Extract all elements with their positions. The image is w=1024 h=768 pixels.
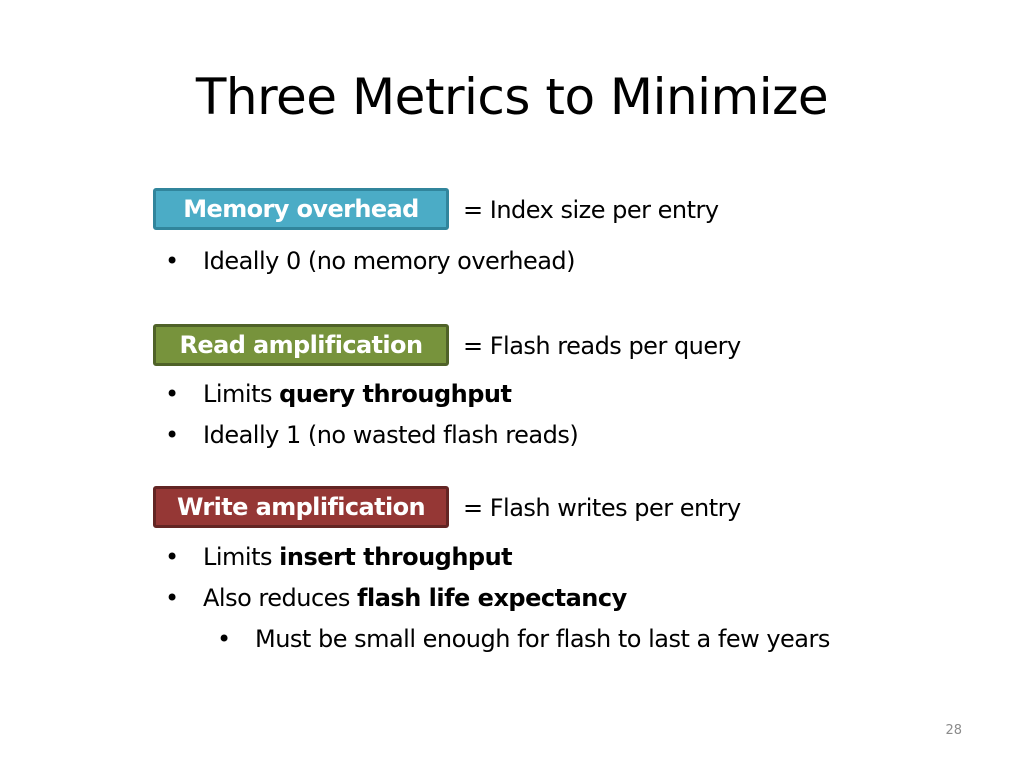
memory-overhead-definition: = Index size per entry: [463, 196, 719, 224]
read-amplification-label: Read amplification: [153, 324, 449, 366]
read-amplification-definition: = Flash reads per query: [463, 332, 741, 360]
memory-overhead-label: Memory overhead: [153, 188, 449, 230]
bullet-item: • Ideally 0 (no memory overhead): [165, 245, 576, 277]
bullet-text: Limits: [203, 543, 280, 571]
bullet-text: Limits: [203, 380, 280, 408]
sub-bullet-text: Must be small enough for flash to last a…: [255, 625, 830, 653]
bullet-emphasis: flash life expectancy: [357, 584, 627, 612]
bullet-item: • Also reduces flash life expectancy: [165, 582, 627, 614]
sub-bullet-item: • Must be small enough for flash to last…: [217, 623, 830, 655]
bullet-text: Ideally 0 (no memory overhead): [203, 247, 576, 275]
bullet-dot: •: [165, 380, 179, 408]
bullet-item: • Ideally 1 (no wasted flash reads): [165, 419, 579, 451]
write-amplification-definition: = Flash writes per entry: [463, 494, 741, 522]
slide-number: 28: [945, 723, 962, 738]
write-amplification-label: Write amplification: [153, 486, 449, 528]
bullet-dot: •: [165, 247, 179, 275]
bullet-dot: •: [165, 421, 179, 449]
bullet-item: • Limits query throughput: [165, 378, 512, 410]
bullet-dot: •: [217, 625, 231, 653]
bullet-dot: •: [165, 584, 179, 612]
bullet-emphasis: insert throughput: [279, 543, 513, 571]
bullet-dot: •: [165, 543, 179, 571]
slide-title: Three Metrics to Minimize: [195, 68, 829, 126]
bullet-text: Also reduces: [203, 584, 358, 612]
bullet-text: Ideally 1 (no wasted flash reads): [203, 421, 579, 449]
bullet-item: • Limits insert throughput: [165, 541, 513, 573]
bullet-emphasis: query throughput: [279, 380, 512, 408]
